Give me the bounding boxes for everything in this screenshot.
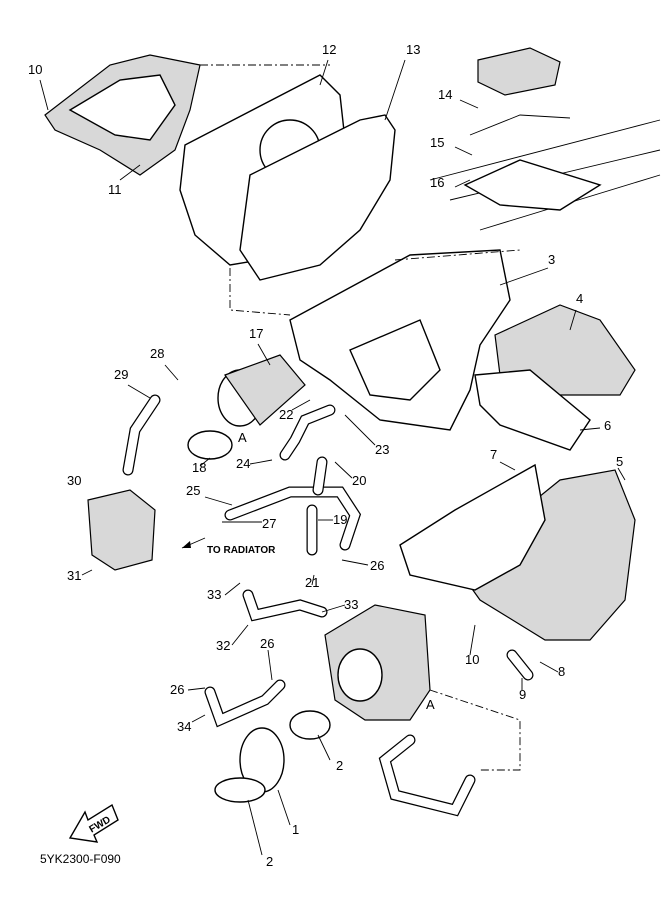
callout-10: 10 [465,652,479,667]
leader-line [459,99,479,109]
leader-line [204,496,233,506]
callout-14: 14 [438,87,452,102]
callout-27: 27 [262,516,276,531]
leader-line [617,467,626,481]
leader-line [334,461,353,479]
callout-20: 20 [352,473,366,488]
throttle-body [324,604,431,721]
part-ecu-bracket [429,47,661,231]
leader-line [247,799,263,856]
leader-line [319,59,329,86]
callout-33: 33 [207,587,221,602]
leader-line [119,164,141,181]
leader-line [81,569,93,576]
leader-line [454,146,473,156]
callout-32: 32 [216,638,230,653]
callout-17: 17 [249,326,263,341]
callout-5: 5 [616,454,623,469]
part-7-gasket [399,463,546,591]
note-to-radiator: TO RADIATOR [207,545,276,556]
hose-parts [122,394,534,817]
diagram-code: 5YK2300-F090 [40,852,121,866]
callout-28: 28 [150,346,164,361]
callout-7: 7 [490,447,497,462]
leader-line [187,687,206,691]
callout-8: 8 [558,664,565,679]
callout-34: 34 [177,719,191,734]
leader-line [249,459,273,465]
leader-line [469,624,476,656]
leader-line [231,624,249,646]
part-13-gasket [239,114,396,281]
part-5-side-panel [454,469,636,641]
callout-2: 2 [336,758,343,773]
callout-3: 3 [548,252,555,267]
callout-2: 2 [266,854,273,869]
callout-24: 24 [236,456,250,471]
leader-line [454,179,471,188]
leader-line [127,384,151,399]
ref-mark-a: A [426,697,435,712]
callout-29: 29 [114,367,128,382]
callout-1: 1 [292,822,299,837]
leader-line [579,427,601,431]
leader-line [539,661,559,673]
callout-25: 25 [186,483,200,498]
leader-line [291,399,311,411]
ref-mark-a: A [238,430,247,445]
callout-6: 6 [604,418,611,433]
callout-13: 13 [406,42,420,57]
leader-line [311,574,315,586]
callout-22: 22 [279,407,293,422]
leader-line [341,559,369,566]
leader-line [224,582,241,596]
callout-10: 10 [28,62,42,77]
part-17-joint [217,354,306,427]
callout-31: 31 [67,568,81,583]
leader-line [499,267,549,286]
callout-18: 18 [192,460,206,475]
callout-15: 15 [430,135,444,150]
leader-line [164,364,179,381]
leader-line [277,789,291,826]
leader-line [191,714,206,723]
callout-21: 21 [305,575,319,590]
part-3-air-box [289,249,511,431]
leader-line [257,343,271,366]
part-31-reservoir [87,489,156,571]
leader-line [199,457,211,467]
part-18-clamp [187,430,233,460]
callout-12: 12 [322,42,336,57]
callout-30: 30 [67,473,81,488]
fwd-arrow-icon: FWD [68,803,119,843]
part-1-joint-and-clamps [214,710,331,803]
callout-9: 9 [519,687,526,702]
leader-line [499,461,516,471]
leader-line [321,604,346,613]
part-11-side-cover [44,54,201,176]
leader-line [569,309,577,331]
callout-26: 26 [170,682,184,697]
callout-23: 23 [375,442,389,457]
callout-11: 11 [108,182,122,197]
callout-16: 16 [430,175,444,190]
leader-line [39,79,49,111]
leader-line [384,59,406,121]
callout-26: 26 [260,636,274,651]
callout-4: 4 [576,291,583,306]
callout-19: 19 [333,512,347,527]
callout-26: 26 [370,558,384,573]
leader-line [317,734,331,761]
part-6-plate [474,369,591,451]
callout-33: 33 [344,597,358,612]
leader-line [267,649,273,681]
leader-line [344,414,376,446]
